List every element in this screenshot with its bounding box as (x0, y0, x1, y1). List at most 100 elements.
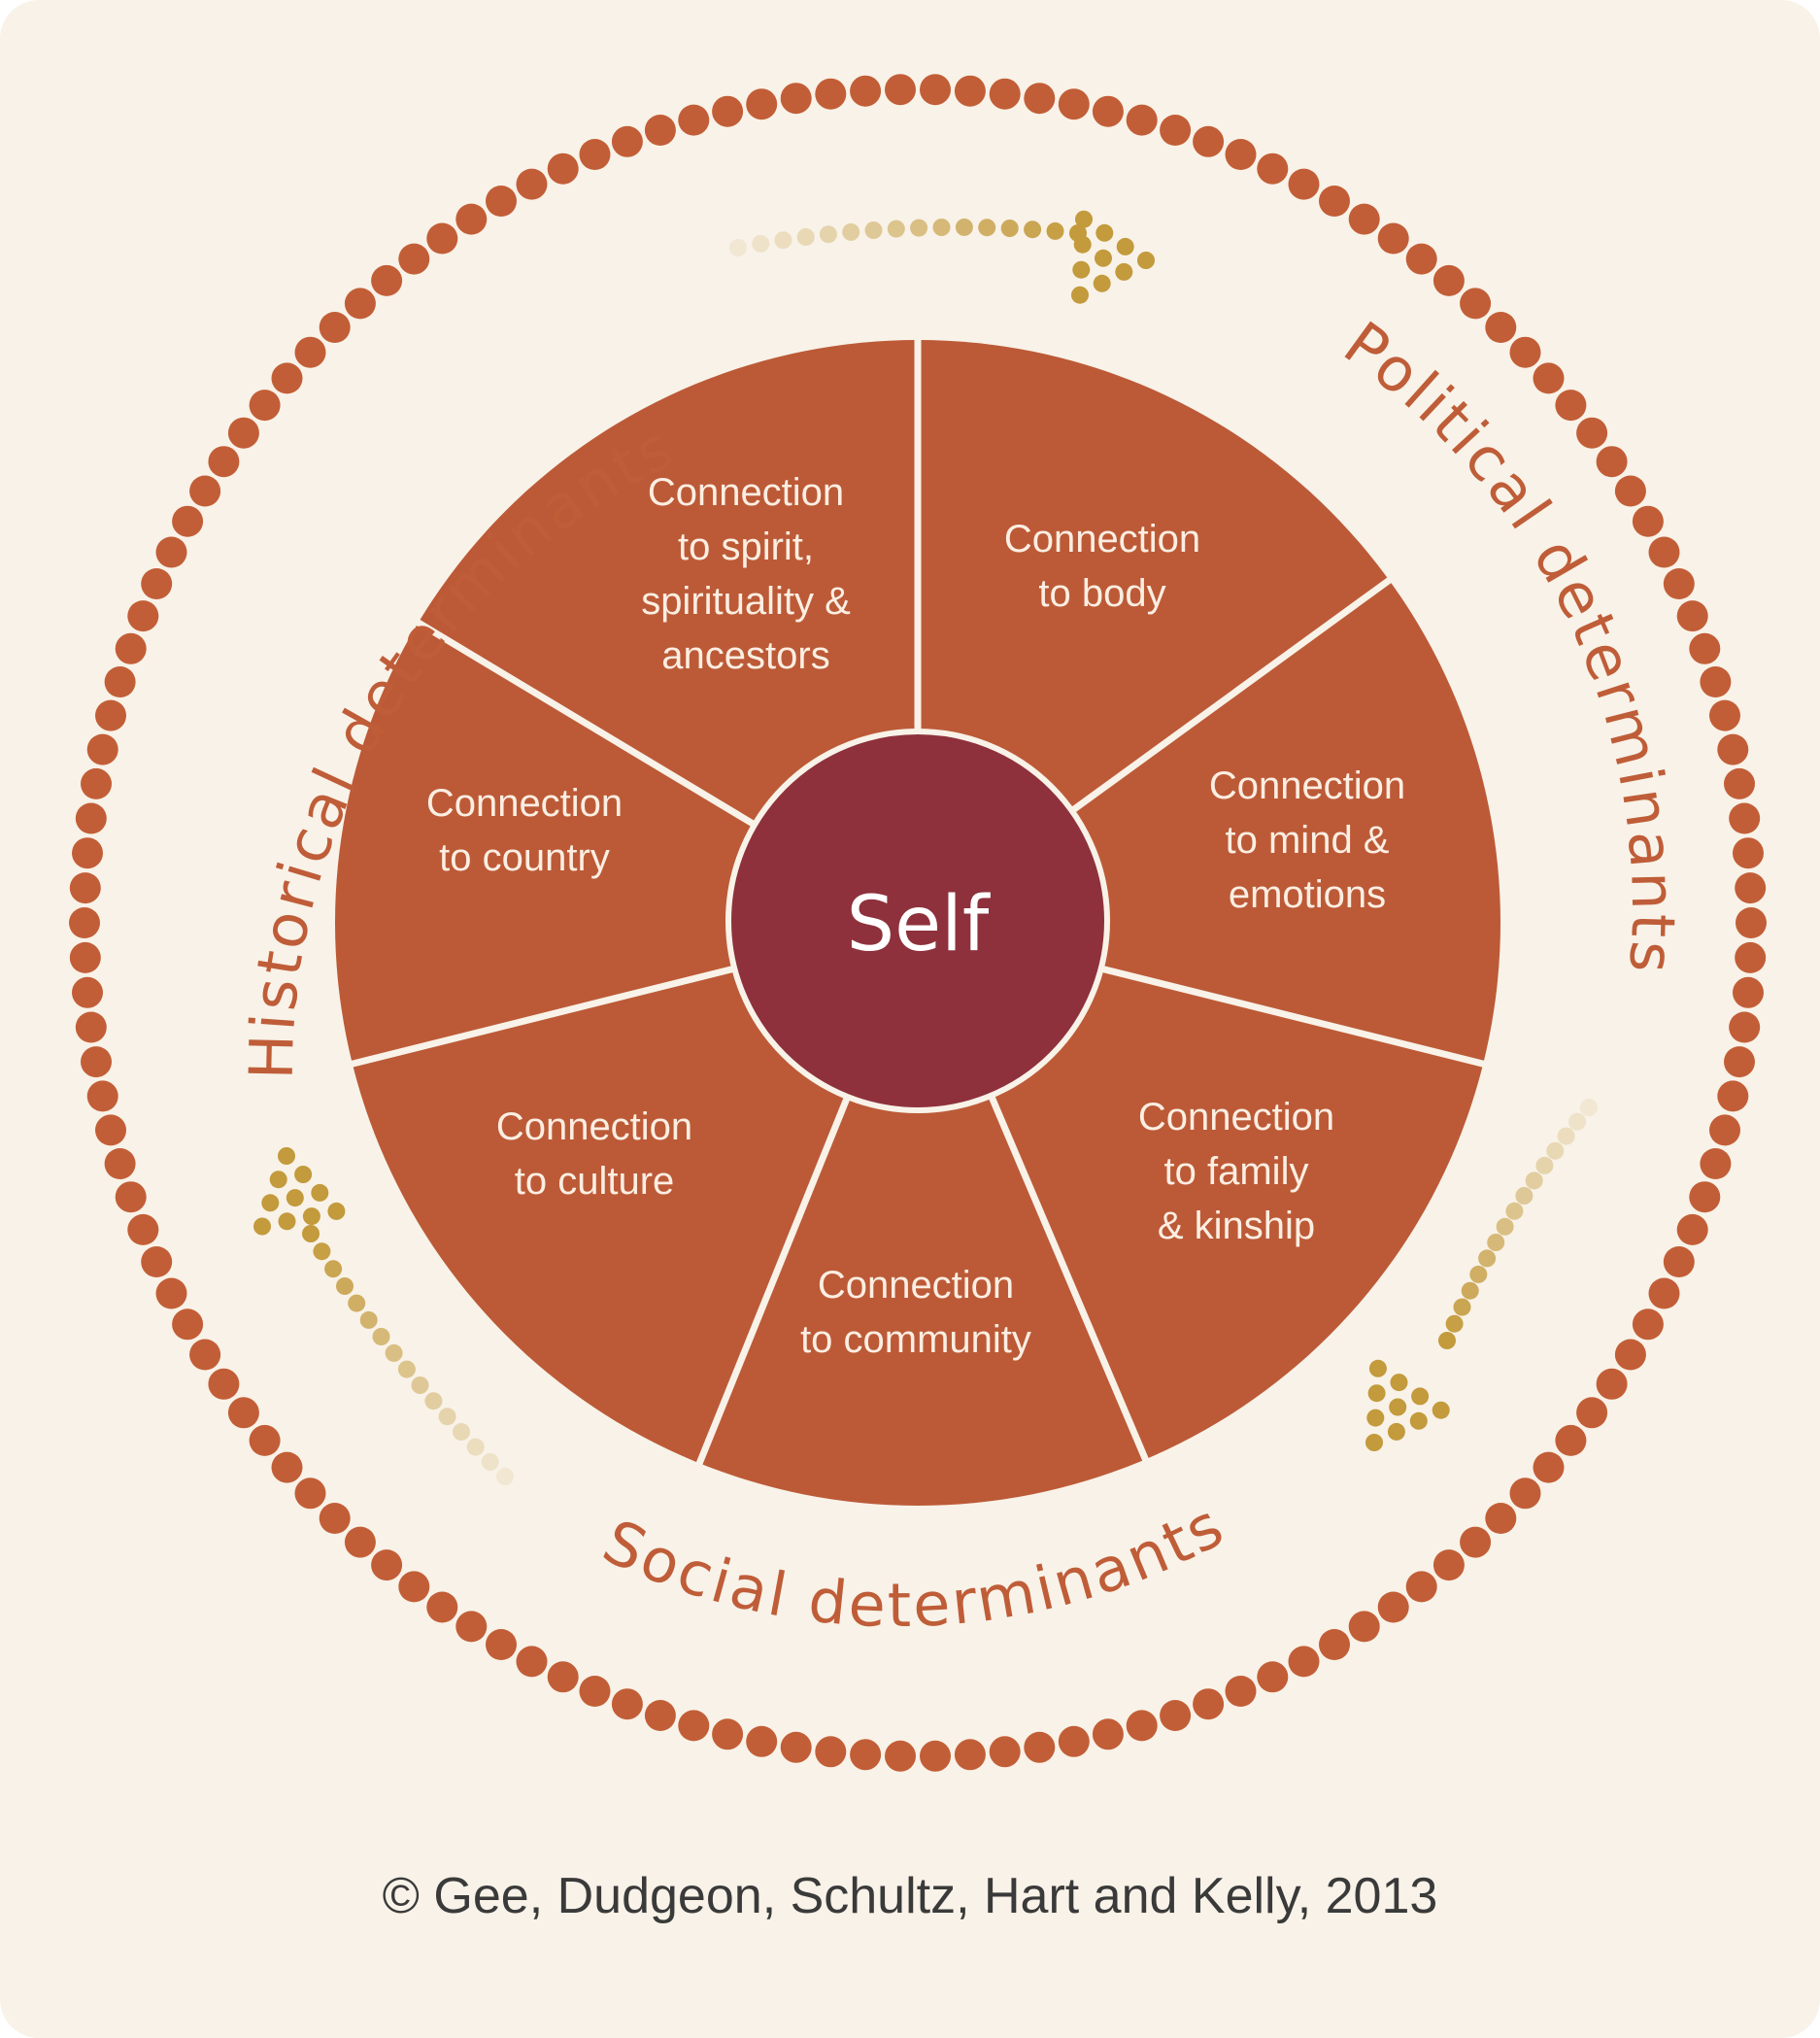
ring-dot (1663, 1246, 1695, 1277)
arrow-dot (302, 1225, 320, 1242)
ring-dot (815, 1736, 847, 1768)
arrow-dot (910, 219, 928, 237)
arrow-dot (324, 1260, 343, 1278)
ring-dot (1648, 1277, 1680, 1309)
ring-dot (486, 186, 517, 217)
ring-dot (1724, 1046, 1755, 1078)
arrowhead-dot (1137, 252, 1155, 269)
ring-dot (127, 600, 159, 632)
ring-dot (1460, 1526, 1492, 1558)
ring-dot (1709, 699, 1740, 731)
ring-dot (920, 1740, 951, 1772)
segment-label-line: to spirit, (678, 526, 814, 568)
ring-dot (95, 1114, 126, 1146)
ring-dot (516, 1646, 548, 1678)
ring-dot (371, 264, 403, 296)
ring-dot (1348, 203, 1380, 235)
arrow-dot (864, 221, 883, 239)
arrow-dot (955, 218, 973, 236)
ring-dot (426, 222, 458, 255)
ring-dot (172, 1308, 204, 1341)
ring-dot (1735, 941, 1767, 973)
arrow-dot (1505, 1202, 1524, 1220)
ring-dot (1509, 1478, 1541, 1510)
arrow-bottom-right (1365, 1099, 1598, 1451)
ring-dot (1257, 153, 1289, 185)
segment-label-line: to country (439, 836, 610, 879)
self-circle (725, 729, 1110, 1113)
arrow-dot (1568, 1112, 1587, 1131)
arrow-dot (978, 219, 996, 237)
arrow-dot (1535, 1156, 1554, 1174)
arrowhead-dot (302, 1207, 320, 1226)
ring-dot (294, 336, 326, 368)
ring-dot (486, 1629, 517, 1660)
ring-dot (954, 75, 986, 107)
social-determinants-text: Social determinants (592, 1488, 1233, 1641)
ring-dot (1432, 1549, 1465, 1581)
ring-dot (155, 1277, 187, 1309)
arrow-dot (1546, 1141, 1565, 1160)
arrowhead-dot (1115, 262, 1133, 281)
ring-dot (1024, 1731, 1056, 1763)
ring-dot (1676, 1213, 1708, 1245)
ring-dot (1092, 95, 1124, 127)
arrow-dot (1046, 221, 1064, 240)
arrow-dot (1525, 1172, 1543, 1190)
ring-dot (1533, 1451, 1565, 1483)
ring-dot (1319, 1629, 1350, 1660)
ring-dot (1717, 733, 1749, 765)
ring-dot (579, 139, 611, 170)
ring-dot (1377, 1591, 1409, 1623)
segment-label-line: Connection (426, 782, 623, 825)
wheel-spokes (346, 334, 1490, 1471)
dotted-outer-ring (69, 74, 1767, 1772)
arrow-dot (796, 228, 815, 246)
arrow-dot (819, 225, 837, 244)
ring-dot (208, 1368, 240, 1400)
ring-dot (678, 1710, 710, 1742)
segment-label-line: to family (1164, 1150, 1309, 1193)
ring-dot (104, 1148, 136, 1179)
ring-dot (1614, 475, 1646, 507)
arrow-dot (411, 1376, 429, 1394)
segment-label-line: Connection (1004, 518, 1200, 560)
ring-dot (1348, 1611, 1380, 1643)
ring-dot (1689, 1181, 1721, 1213)
ring-dot (1485, 1503, 1517, 1534)
ring-dot (516, 168, 548, 200)
ring-dot (1733, 837, 1764, 869)
ring-dot (611, 125, 643, 157)
ring-dot (611, 1688, 643, 1720)
arrow-dot (1557, 1127, 1575, 1145)
ring-dot (746, 88, 778, 120)
ring-dot (1288, 1646, 1320, 1678)
ring-dot (72, 837, 103, 869)
arrowhead-dot (1075, 210, 1093, 228)
ring-dot (989, 78, 1021, 110)
segment-label-line: emotions (1229, 873, 1386, 916)
segment-label-line: Connection (648, 471, 844, 514)
ring-dot (1717, 1080, 1749, 1112)
ring-dot (95, 699, 126, 731)
arrowhead-dot (1116, 237, 1134, 255)
ring-dot (81, 767, 112, 799)
segment-label-line: ancestors (661, 634, 829, 677)
ring-dot (1676, 600, 1708, 632)
arrowhead-dot (1073, 235, 1092, 254)
ring-dot (885, 1740, 916, 1772)
ring-dot (227, 417, 259, 449)
ring-dot (780, 83, 812, 115)
wheel-spoke (693, 1092, 853, 1471)
ring-dot (1596, 1368, 1628, 1400)
arrow-dot (424, 1392, 443, 1410)
ring-dot (319, 312, 351, 343)
ring-dot (1614, 1339, 1646, 1371)
ring-dot (989, 1736, 1021, 1768)
ring-dot (426, 1591, 458, 1623)
arrowhead-dot (269, 1171, 287, 1189)
arrowhead-dot (1366, 1409, 1385, 1427)
ring-dot (746, 1725, 778, 1757)
ring-dot (271, 1451, 303, 1483)
